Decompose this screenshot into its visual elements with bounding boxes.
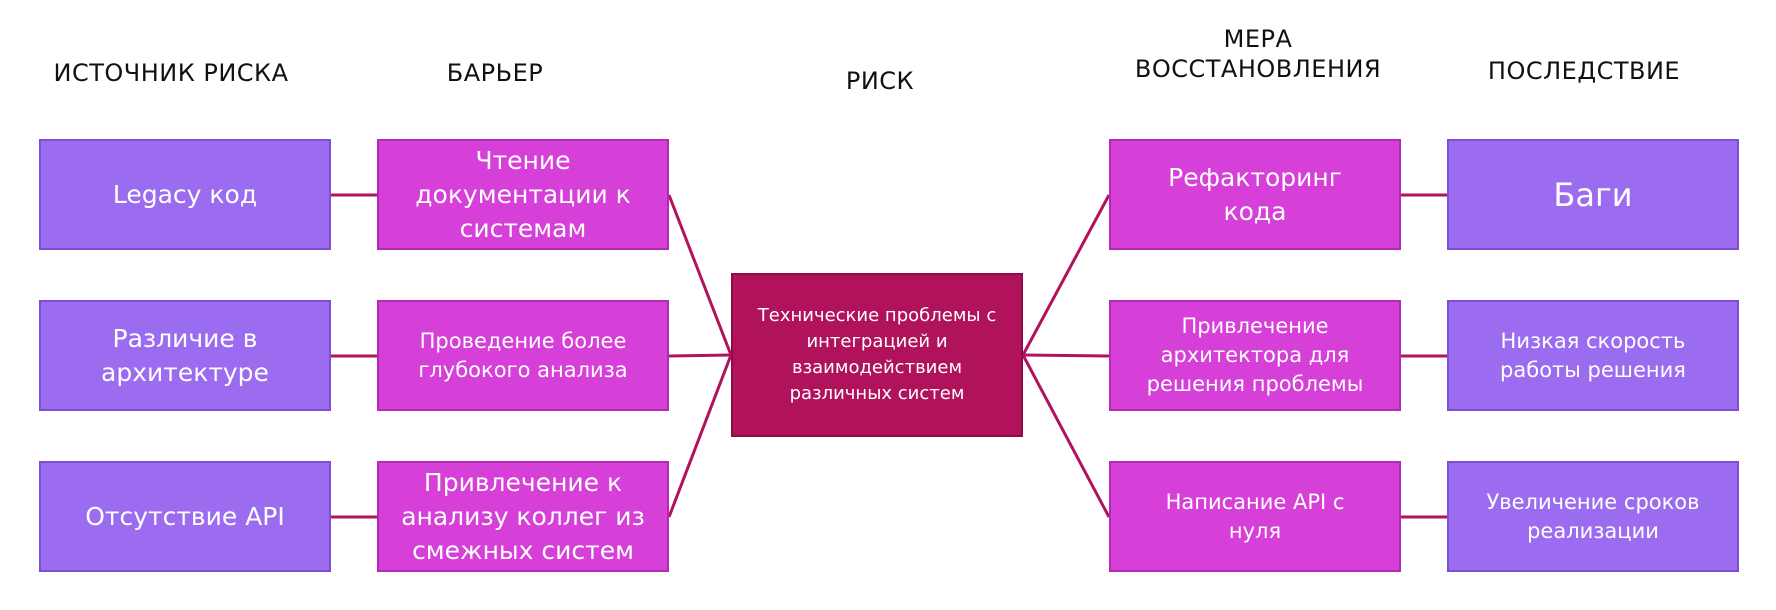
header-risk: РИСК	[845, 67, 915, 95]
consequence-box-3: Увеличение сроков реализации	[1447, 461, 1739, 572]
risk-box: Технические проблемы с интеграцией и вза…	[731, 273, 1023, 437]
source-box-3: Отсутствие API	[39, 461, 331, 572]
connector-barrier-risk-2	[668, 353, 732, 358]
barrier-box-1-text: Чтение документации к системам	[415, 145, 631, 243]
connector-risk-recovery-1	[1021, 194, 1111, 356]
connector-barrier-risk-1	[667, 194, 733, 356]
recovery-box-1: Рефакторинг кода	[1109, 139, 1401, 250]
source-box-2-text: Различие в архитектуре	[101, 323, 269, 387]
consequence-box-2-text: Низкая скорость работы решения	[1500, 328, 1686, 382]
connector-risk-recovery-3	[1021, 354, 1111, 518]
connector-barrier-risk-3	[667, 354, 733, 518]
source-box-1: Legacy код	[39, 139, 331, 250]
consequence-box-3-text: Увеличение сроков реализации	[1486, 489, 1700, 543]
risk-box-text: Технические проблемы с интеграцией и вза…	[757, 305, 997, 404]
header-source: ИСТОЧНИК РИСКА	[53, 59, 289, 87]
recovery-box-3: Написание API с нуля	[1109, 461, 1401, 572]
recovery-box-2-text: Привлечение архитектора для решения проб…	[1146, 314, 1364, 396]
barrier-box-3: Привлечение к анализу коллег из смежных …	[377, 461, 669, 572]
recovery-box-2: Привлечение архитектора для решения проб…	[1109, 300, 1401, 411]
header-consequence: ПОСЛЕДСТВИЕ	[1487, 57, 1681, 85]
barrier-box-2-text: Проведение более глубокого анализа	[418, 328, 628, 382]
header-recovery: МЕРА ВОССТАНОВЛЕНИЯ	[1134, 25, 1382, 83]
consequence-box-1: Баги	[1447, 139, 1739, 250]
barrier-box-2: Проведение более глубокого анализа	[377, 300, 669, 411]
header-barrier: БАРЬЕР	[446, 59, 544, 87]
connector-risk-recovery-2	[1022, 353, 1110, 358]
recovery-box-3-text: Написание API с нуля	[1165, 489, 1345, 543]
source-box-1-text: Legacy код	[112, 179, 258, 209]
consequence-box-1-text: Баги	[1553, 175, 1633, 214]
barrier-box-1: Чтение документации к системам	[377, 139, 669, 250]
recovery-box-1-text: Рефакторинг кода	[1168, 162, 1342, 226]
consequence-box-2: Низкая скорость работы решения	[1447, 300, 1739, 411]
barrier-box-3-text: Привлечение к анализу коллег из смежных …	[401, 467, 645, 565]
source-box-3-text: Отсутствие API	[85, 501, 285, 531]
source-box-2: Различие в архитектуре	[39, 300, 331, 411]
